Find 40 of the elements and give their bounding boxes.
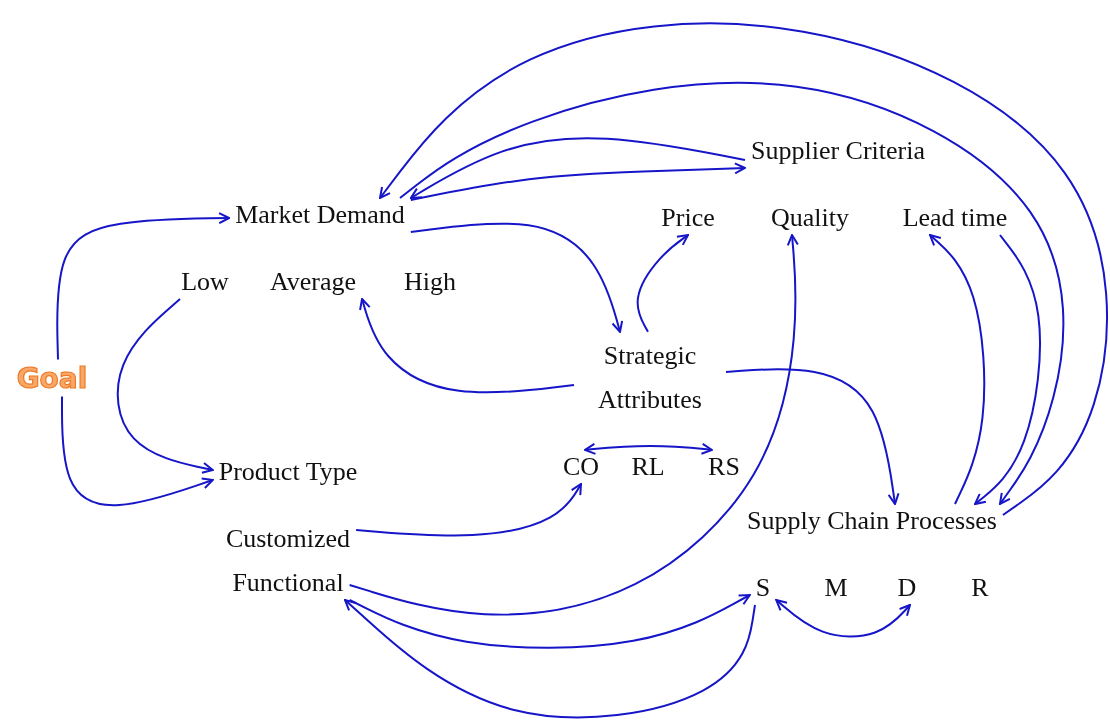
concept-label: R bbox=[965, 571, 995, 605]
concept-label: Strategic Attributes bbox=[574, 331, 726, 425]
curved-arrow bbox=[348, 594, 751, 649]
concept-label: High bbox=[398, 265, 462, 299]
curved-arrow bbox=[974, 234, 1041, 505]
concept-label: M bbox=[818, 571, 854, 605]
curved-arrow bbox=[379, 22, 1108, 516]
curved-arrow bbox=[399, 81, 1065, 505]
goal-label: Goal bbox=[10, 359, 94, 397]
concept-label: Average bbox=[263, 265, 363, 299]
concept-label: Product Type bbox=[212, 455, 364, 489]
concept-label: S bbox=[749, 571, 777, 605]
concept-label: RL bbox=[625, 450, 671, 484]
concept-label: Functional bbox=[226, 566, 350, 600]
concept-label: D bbox=[891, 571, 923, 605]
concept-label: Quality bbox=[765, 201, 855, 235]
curved-arrow bbox=[409, 222, 624, 333]
concept-label: Low bbox=[175, 265, 235, 299]
concept-label: Market Demand bbox=[229, 198, 411, 232]
concept-label: Lead time bbox=[896, 201, 1014, 235]
curved-arrow bbox=[344, 599, 756, 719]
curved-arrow bbox=[359, 298, 575, 394]
concept-label: Price bbox=[655, 201, 721, 235]
curved-arrow bbox=[636, 234, 689, 333]
curved-arrow bbox=[929, 234, 986, 505]
curved-arrow bbox=[409, 137, 746, 199]
curved-arrow bbox=[584, 442, 713, 455]
curved-arrow bbox=[725, 368, 900, 505]
concept-label: CO bbox=[556, 450, 606, 484]
curved-arrow bbox=[116, 298, 214, 474]
concept-label: Supply Chain Processes bbox=[741, 504, 1003, 538]
concept-label: RS bbox=[702, 450, 746, 484]
curved-arrow bbox=[409, 162, 746, 201]
concept-label: Supplier Criteria bbox=[745, 134, 931, 168]
curved-arrow bbox=[61, 395, 214, 507]
curved-arrow bbox=[355, 483, 582, 537]
curved-arrow bbox=[775, 599, 911, 638]
concept-label: Customized bbox=[219, 522, 357, 556]
curved-arrow bbox=[348, 234, 799, 616]
curved-arrow bbox=[56, 212, 231, 361]
